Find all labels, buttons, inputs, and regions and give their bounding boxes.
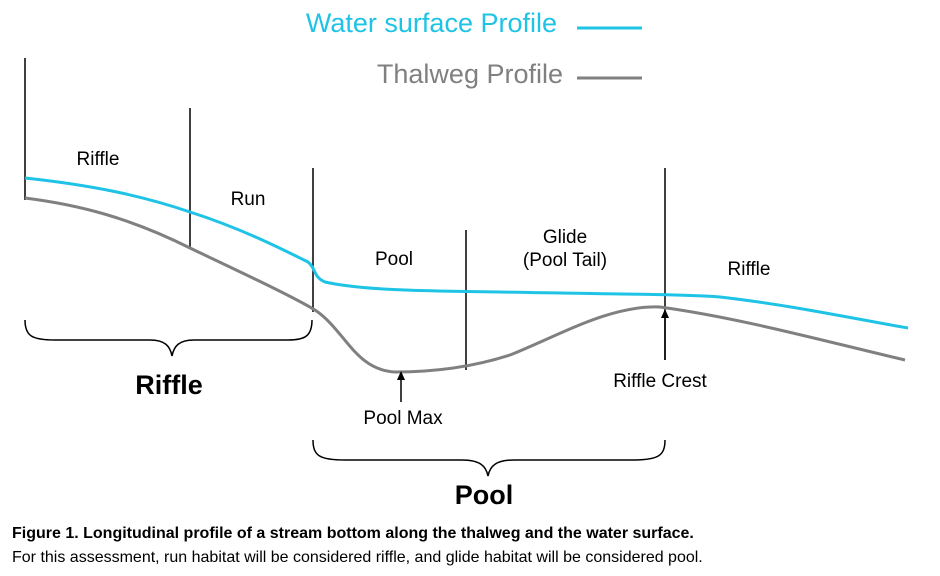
water-surface-profile-line bbox=[24, 176, 909, 330]
segment-label-pool-tail: (Pool Tail) bbox=[523, 250, 607, 271]
segment-label-pool: Pool bbox=[375, 249, 413, 270]
group-label-riffle: Riffle bbox=[135, 370, 203, 400]
figure-caption: Figure 1. Longitudinal profile of a stre… bbox=[12, 522, 932, 570]
segment-label-run: Run bbox=[231, 189, 266, 210]
segment-label-riffle-right: Riffle bbox=[728, 259, 771, 280]
legend-thalweg-label: Thalweg Profile bbox=[377, 59, 563, 89]
segment-label-riffle-left: Riffle bbox=[77, 149, 120, 170]
legend-water-label: Water surface Profile bbox=[306, 8, 557, 38]
feature-label-riffle-crest: Riffle Crest bbox=[613, 371, 707, 392]
thalweg-profile-line bbox=[24, 196, 906, 374]
stream-profile-diagram: Water surface Profile Thalweg Profile Ri… bbox=[24, 8, 909, 510]
caption-body: For this assessment, run habitat will be… bbox=[12, 549, 703, 566]
riffle-crest-arrow-head bbox=[661, 309, 669, 318]
segment-label-glide: Glide bbox=[543, 227, 587, 248]
feature-label-pool-max: Pool Max bbox=[363, 408, 443, 429]
pool-max-arrow-head bbox=[397, 371, 405, 380]
riffle-group-brace bbox=[24, 319, 313, 357]
caption-title: Figure 1. Longitudinal profile of a stre… bbox=[12, 525, 694, 542]
pool-group-brace bbox=[312, 439, 666, 477]
group-label-pool: Pool bbox=[455, 480, 514, 510]
